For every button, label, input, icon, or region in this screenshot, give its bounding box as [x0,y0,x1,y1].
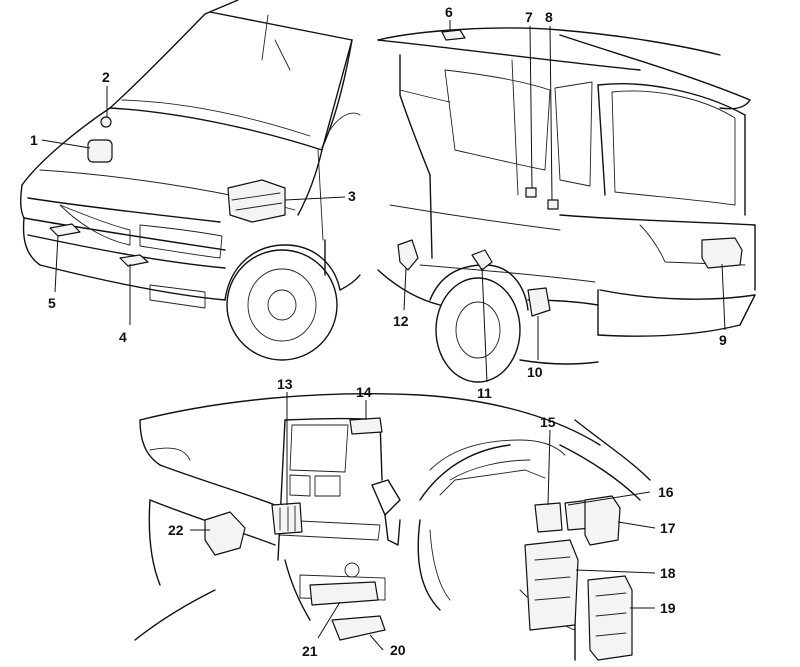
callout-11: 11 [477,385,492,401]
callout-17: 17 [660,520,676,536]
callout-8: 8 [545,9,553,25]
callout-22: 22 [168,522,184,538]
part-15-illustration [534,502,563,533]
callout-labels: 1 2 3 4 5 6 7 8 9 10 11 12 13 14 15 16 1… [30,4,727,659]
dashboard-view-illustration [134,393,651,661]
part-11-illustration [471,249,493,271]
part-5-illustration [49,223,81,237]
callout-13: 13 [277,376,293,392]
part-22-illustration [204,511,246,556]
callout-18: 18 [660,565,676,581]
callout-10: 10 [527,364,543,380]
callout-5: 5 [48,295,56,311]
part-4-illustration [119,254,149,267]
part-13-illustration [271,502,303,535]
part-8-illustration [547,199,559,210]
callout-4: 4 [119,329,127,345]
callout-9: 9 [719,332,727,348]
callout-1: 1 [30,132,38,148]
callout-7: 7 [525,9,533,25]
part-18-illustration [524,539,579,631]
part-17-illustration [584,495,621,546]
part-12-illustration [397,239,419,271]
callout-14: 14 [356,384,372,400]
callout-12: 12 [393,313,409,329]
callout-19: 19 [660,600,676,616]
callout-21: 21 [302,643,318,659]
rear-view-illustration [377,27,756,383]
part-2-illustration [100,116,112,128]
part-9-illustration [701,237,743,269]
part-19-illustration [587,575,633,661]
part-21-illustration [309,581,379,606]
part-3-illustration [227,179,286,223]
part-6-illustration [441,29,466,41]
front-view-illustration [19,0,361,361]
callout-3: 3 [348,188,356,204]
callout-15: 15 [540,414,556,430]
callout-16: 16 [658,484,674,500]
part-14-illustration [349,417,383,435]
part-10-illustration [527,287,551,317]
part-7-illustration [525,187,537,198]
leader-lines [41,20,726,651]
callout-20: 20 [390,642,406,658]
callout-6: 6 [445,4,453,20]
part-20-illustration [331,615,386,641]
callout-2: 2 [102,69,110,85]
part-1-illustration [87,139,113,163]
